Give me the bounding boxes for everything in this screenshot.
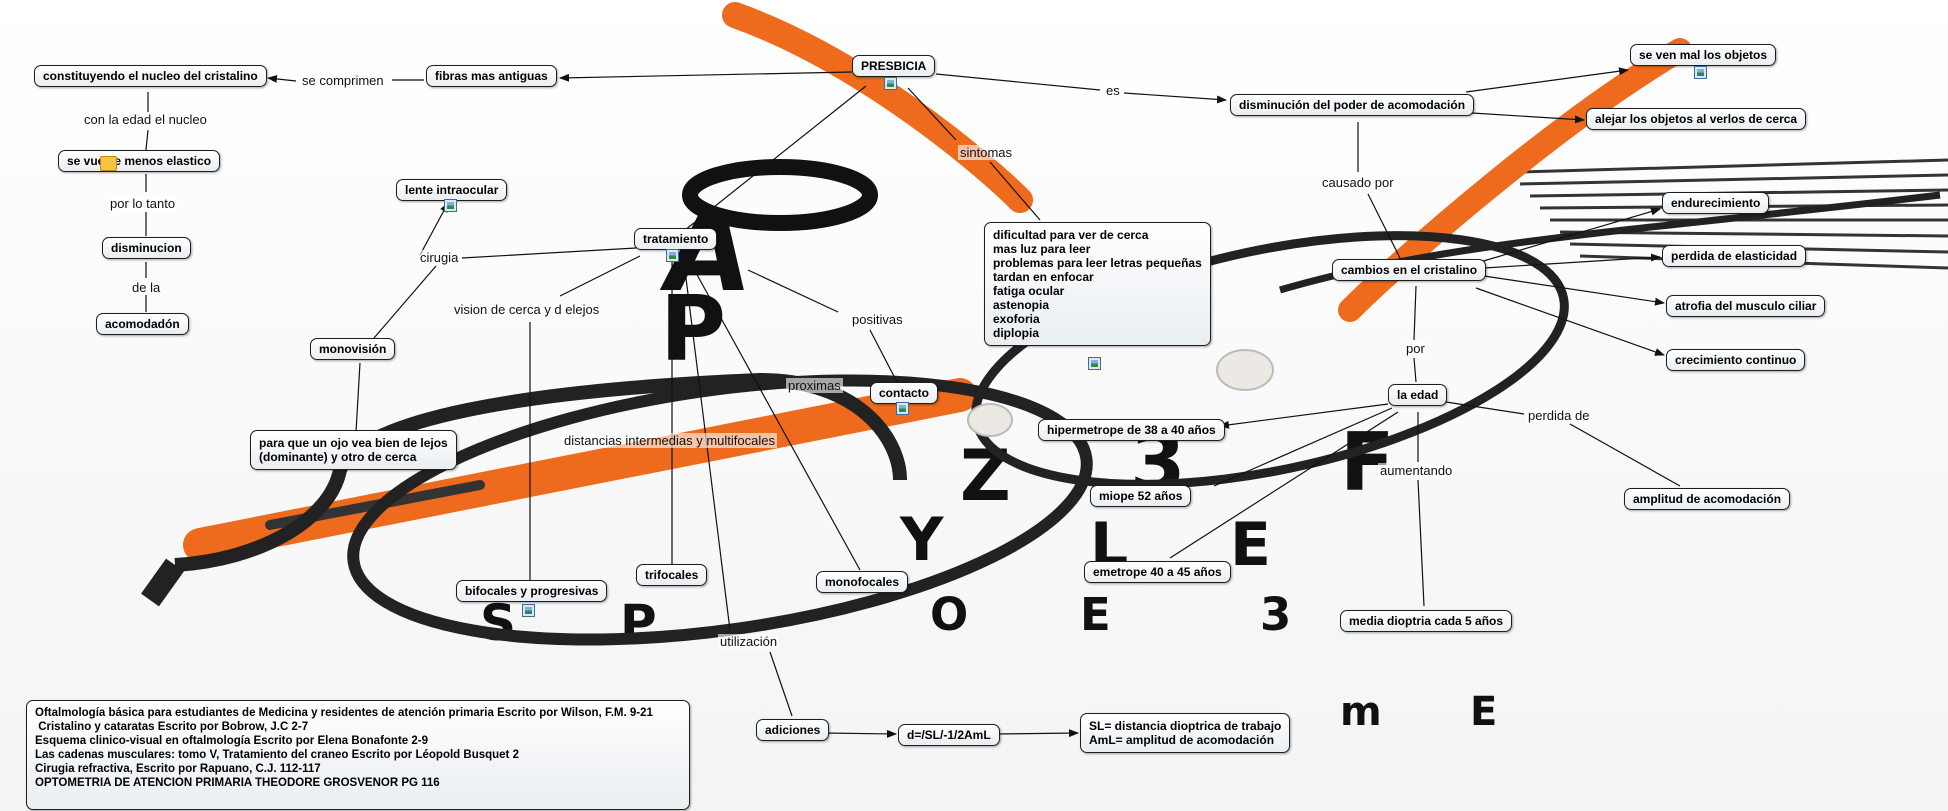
label-positivas: positivas xyxy=(850,312,905,327)
node-crecimiento-continuo[interactable]: crecimiento continuo xyxy=(1666,349,1806,371)
node-sintomas-list[interactable]: dificultad para ver de cerca mas luz par… xyxy=(984,222,1211,346)
node-alejar-objetos[interactable]: alejar los objetos al verlos de cerca xyxy=(1586,108,1807,130)
label-positivas-text: positivas xyxy=(850,312,905,327)
label-aumentando: aumentando xyxy=(1378,463,1455,478)
label-cirugia-text: cirugia xyxy=(418,250,461,265)
chart-letter-2: P xyxy=(660,277,726,382)
node-referencias[interactable]: Oftalmología básica para estudiantes de … xyxy=(26,700,690,810)
node-trifocales[interactable]: trifocales xyxy=(636,564,708,586)
label-de-la: de la xyxy=(130,280,163,295)
label-por-lo-tanto-text: por lo tanto xyxy=(108,196,178,211)
node-emetrope[interactable]: emetrope 40 a 45 años xyxy=(1084,561,1231,583)
node-miope[interactable]: miope 52 años xyxy=(1090,485,1192,507)
node-menos-elastico[interactable]: se vuelve menos elastico xyxy=(58,150,221,172)
resource-icon-lente[interactable] xyxy=(444,199,457,212)
chart-letter-8: E xyxy=(1230,510,1271,580)
node-cambios-cristalino[interactable]: cambios en el cristalino xyxy=(1332,259,1487,281)
label-causado-por: causado por xyxy=(1320,175,1396,190)
chart-letter-13: 3 xyxy=(1260,588,1291,641)
label-con-la-edad-text: con la edad el nucleo xyxy=(82,112,209,127)
label-vision-cerca-text: vision de cerca y d elejos xyxy=(452,302,602,317)
node-lente-intraocular[interactable]: lente intraocular xyxy=(396,179,508,201)
node-monovision[interactable]: monovisión xyxy=(310,338,396,360)
label-perdida-de-text: perdida de xyxy=(1526,408,1592,423)
label-por: por xyxy=(1404,341,1427,356)
chart-letter-6: Y xyxy=(899,505,945,575)
node-acomodacion[interactable]: acomodadón xyxy=(96,313,189,335)
node-media-dioptria[interactable]: media dioptria cada 5 años xyxy=(1340,610,1513,632)
label-sintomas-text: sintomas xyxy=(958,145,1015,160)
node-sl-aml[interactable]: SL= distancia dioptrica de trabajo AmL= … xyxy=(1080,713,1291,753)
node-amplitud-acomodacion[interactable]: amplitud de acomodación xyxy=(1624,488,1791,510)
chart-letter-9: S xyxy=(480,594,516,652)
label-por-text: por xyxy=(1404,341,1427,356)
node-la-edad[interactable]: la edad xyxy=(1388,384,1448,406)
resource-icon-sintomas[interactable] xyxy=(1088,357,1101,370)
note-icon[interactable] xyxy=(100,156,117,171)
resource-icon-bifocales[interactable] xyxy=(522,604,535,617)
label-de-la-text: de la xyxy=(130,280,163,295)
resource-icon-tratamiento[interactable] xyxy=(666,249,679,262)
node-disminucion[interactable]: disminucion xyxy=(102,237,191,259)
label-utilizacion: utilización xyxy=(718,634,780,649)
label-es-text: es xyxy=(1104,83,1122,98)
node-contacto[interactable]: contacto xyxy=(870,382,939,404)
chart-letter-11: O xyxy=(930,588,968,641)
label-perdida-de: perdida de xyxy=(1526,408,1592,423)
node-se-ven-mal[interactable]: se ven mal los objetos xyxy=(1630,44,1777,66)
node-adiciones[interactable]: adiciones xyxy=(756,719,830,741)
label-aumentando-text: aumentando xyxy=(1378,463,1455,478)
node-ojo-lejos-cerca[interactable]: para que un ojo vea bien de lejos (domin… xyxy=(250,430,457,470)
label-proximas-text: proximas xyxy=(786,378,843,393)
label-distancias: distancias intermedias y multifocales xyxy=(562,433,777,448)
chart-letter-12: E xyxy=(1080,588,1111,641)
label-se-comprimen-text: se comprimen xyxy=(300,73,386,88)
node-bifocales[interactable]: bifocales y progresivas xyxy=(456,580,608,602)
label-causado-por-text: causado por xyxy=(1320,175,1396,190)
resource-icon-presbicia[interactable] xyxy=(884,77,897,90)
label-cirugia: cirugia xyxy=(418,250,461,265)
label-por-lo-tanto: por lo tanto xyxy=(108,196,178,211)
chart-letter-15: E xyxy=(1470,689,1497,735)
chart-letter-3: Z xyxy=(960,435,1011,517)
label-sintomas: sintomas xyxy=(958,145,1015,160)
node-tratamiento[interactable]: tratamiento xyxy=(634,228,718,250)
label-proximas: proximas xyxy=(786,378,843,393)
node-endurecimiento[interactable]: endurecimiento xyxy=(1662,192,1770,214)
node-poder-acomodacion[interactable]: disminución del poder de acomodación xyxy=(1230,94,1475,116)
node-fibras-mas-antiguas[interactable]: fibras mas antiguas xyxy=(426,65,557,87)
resource-icon-vermal[interactable] xyxy=(1694,66,1707,79)
resource-icon-contacto[interactable] xyxy=(896,402,909,415)
label-se-comprimen: se comprimen xyxy=(300,73,386,88)
node-formula[interactable]: d=/SL/-1/2AmL xyxy=(898,724,1000,746)
node-perdida-elasticidad[interactable]: perdida de elasticidad xyxy=(1662,245,1807,267)
chart-letter-14: m xyxy=(1340,689,1382,735)
node-hipermetrope[interactable]: hipermetrope de 38 a 40 años xyxy=(1038,419,1225,441)
node-nucleo-cristalino[interactable]: constituyendo el nucleo del cristalino xyxy=(34,65,267,87)
node-presbicia[interactable]: PRESBICIA xyxy=(852,55,936,77)
label-vision-cerca: vision de cerca y d elejos xyxy=(452,302,602,317)
label-distancias-text: distancias intermedias y multifocales xyxy=(562,433,777,448)
label-con-la-edad: con la edad el nucleo xyxy=(82,112,209,127)
node-atrofia-musculo[interactable]: atrofia del musculo ciliar xyxy=(1666,295,1826,317)
label-utilizacion-text: utilización xyxy=(718,634,780,649)
node-monofocales[interactable]: monofocales xyxy=(816,571,909,593)
label-es: es xyxy=(1104,83,1122,98)
